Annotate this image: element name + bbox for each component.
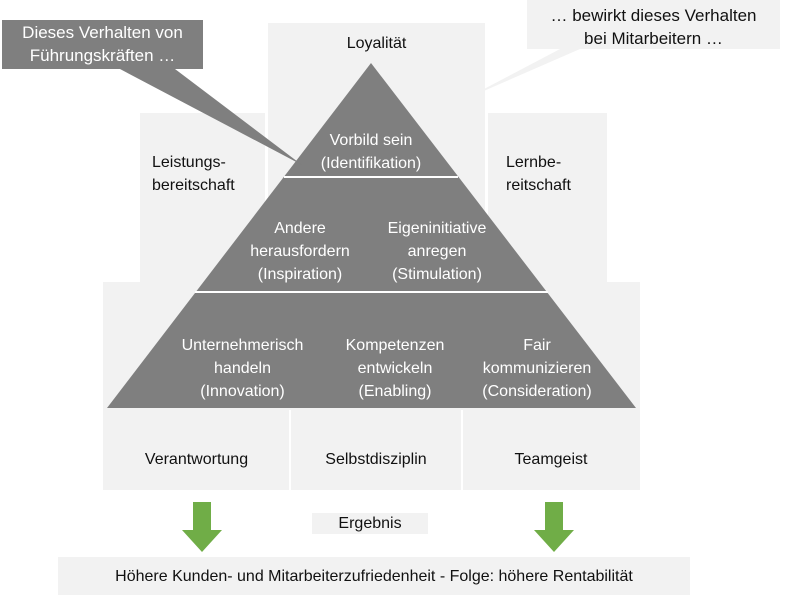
pyramid-tier3-item: Kompetenzen entwickeln (Enabling) [345,337,445,400]
pyramid-tier3-item: Unternehmerisch handeln (Innovation) [181,337,304,400]
outcome-performance: Leistungs- bereitschaft [152,154,235,194]
leader-callout-text: Dieses Verhalten von Führungskräften … [22,23,183,65]
outcome-learning: Lernbe- reitschaft [506,154,571,194]
outcome-team-spirit: Teamgeist [514,451,588,468]
outcome-loyalty: Loyalität [346,35,407,52]
arrow-down-icon [534,502,574,552]
result-label-box [312,513,428,534]
leader-callout-shape [2,20,302,165]
arrow-down-icon [182,502,222,552]
employee-callout-text: … bewirkt dieses Verhalten bei Mitarbeit… [550,6,757,48]
result-text: Höhere Kunden- und Mitarbeiterzufriedenh… [115,568,633,585]
pyramid-tier1-item: Vorbild sein (Identifikation) [320,132,422,172]
outcome-self-discipline: Selbstdisziplin [325,451,427,468]
pyramid-tier2-item: Eigeninitiative anregen (Stimulation) [387,220,487,283]
pyramid-tier3-item: Fair kommunizieren (Consideration) [482,337,592,400]
result-label: Ergebnis [338,515,402,532]
pyramid [107,63,636,408]
employee-callout-shape [463,0,780,100]
result-box [58,557,690,595]
outcome-responsibility: Verantwortung [144,451,249,468]
pyramid-tier2-item: Andere herausfordern (Inspiration) [250,220,350,283]
